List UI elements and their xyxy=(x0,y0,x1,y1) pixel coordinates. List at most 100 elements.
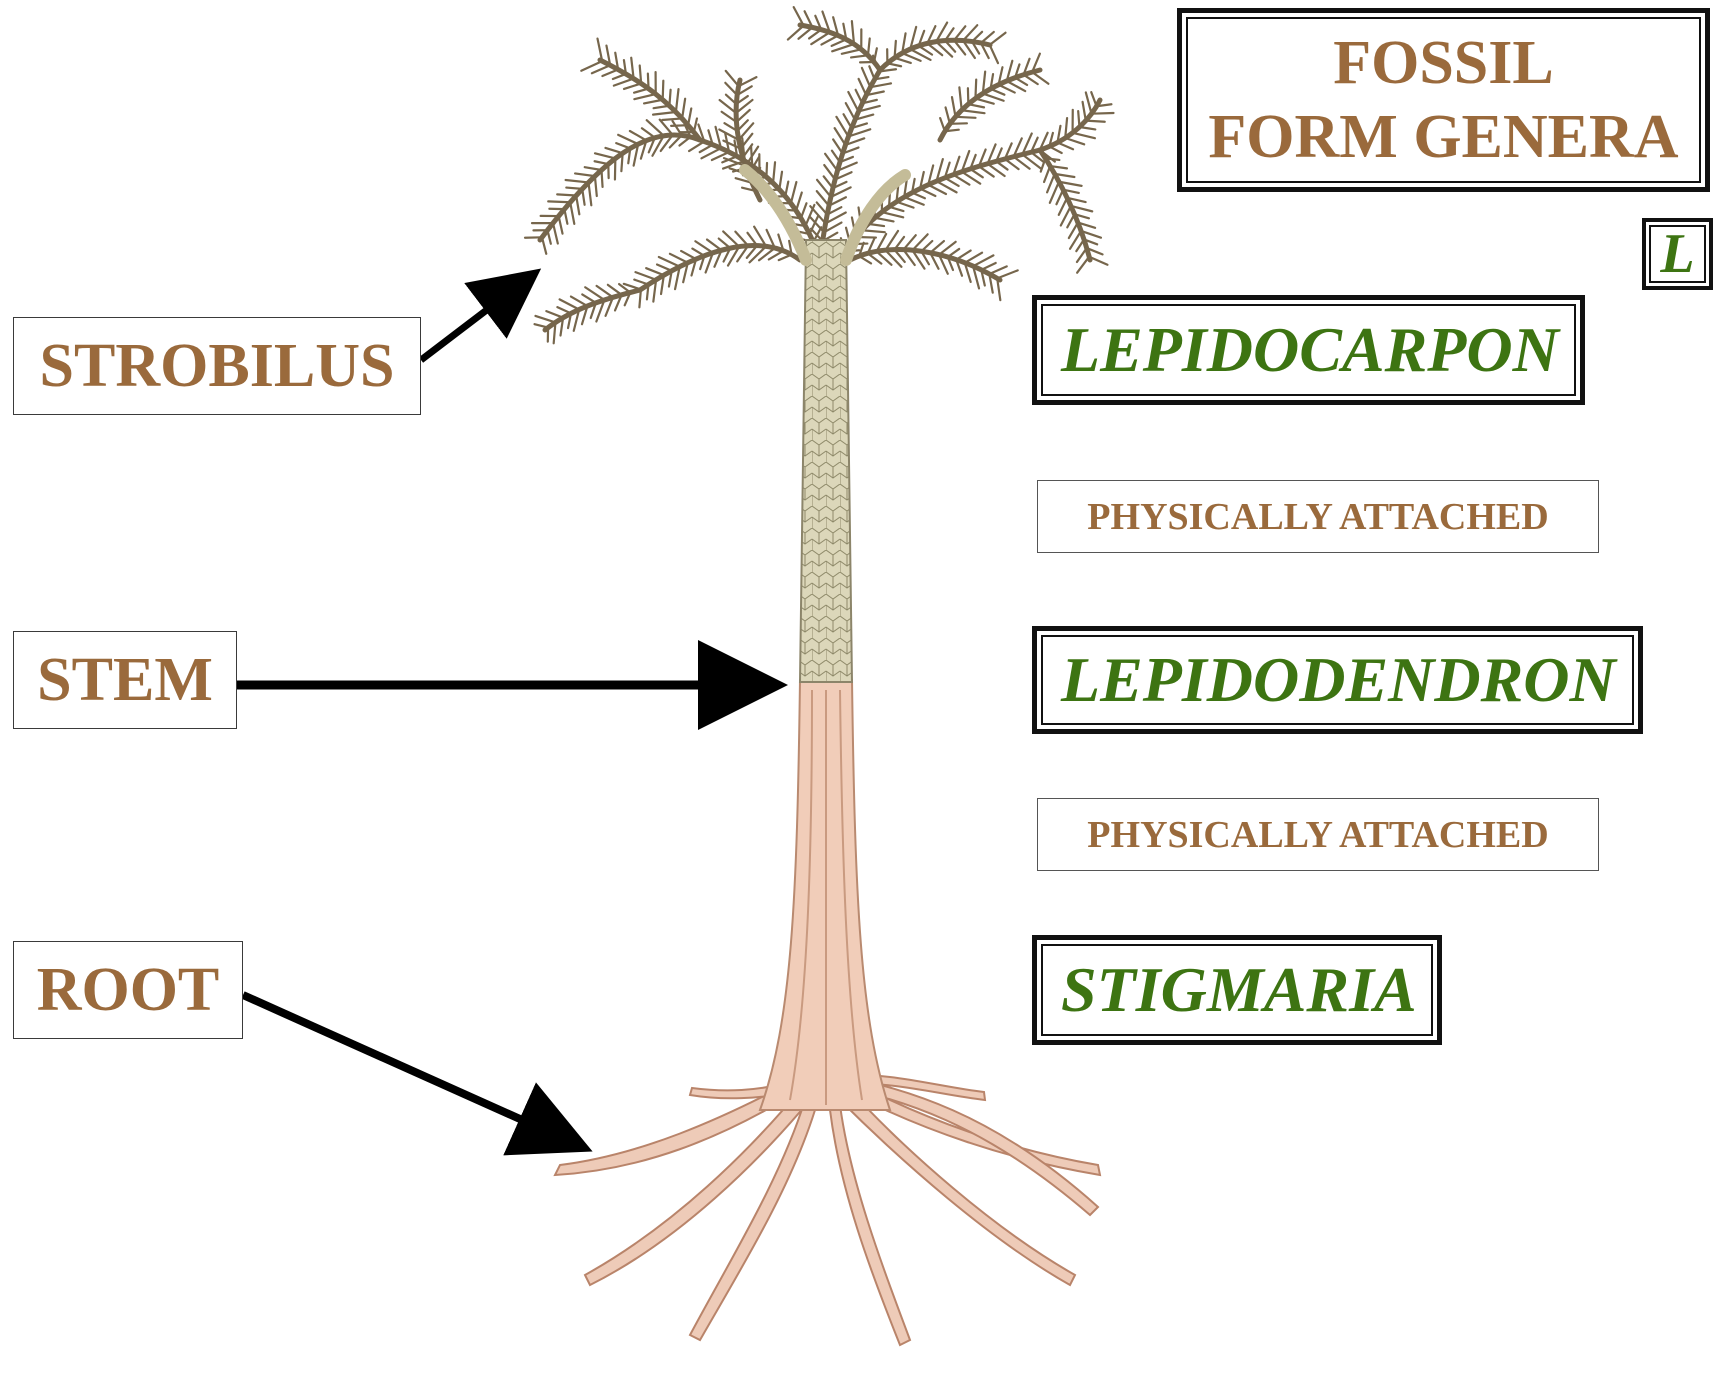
crown-twig xyxy=(945,178,959,186)
crown-twig xyxy=(648,74,649,89)
crown-twig xyxy=(997,270,1017,278)
stem-label: STEM xyxy=(13,631,237,729)
crown-twig xyxy=(542,237,546,253)
crown-twig xyxy=(646,268,664,275)
crown-twig xyxy=(570,202,574,224)
crown-twig xyxy=(904,197,924,205)
crown-twig xyxy=(688,108,691,125)
crown-twig xyxy=(999,85,1015,93)
crown-twig xyxy=(608,285,622,295)
crown-twig xyxy=(862,68,870,87)
crown-twig xyxy=(694,118,697,132)
crown-twig xyxy=(1045,158,1059,160)
crown-twig xyxy=(895,41,896,58)
crown-twig xyxy=(796,193,802,211)
crown-twig xyxy=(1077,248,1087,262)
crown-twig xyxy=(1057,143,1073,150)
crown-twig xyxy=(557,194,576,195)
crown-twig xyxy=(682,99,685,119)
corner-letter: L xyxy=(1649,225,1706,283)
genus-box-stigmaria: STIGMARIA xyxy=(1032,935,1442,1045)
trunk-base xyxy=(760,680,890,1110)
crown-twig xyxy=(588,182,591,205)
crown-twig xyxy=(1091,92,1096,106)
crown-twig xyxy=(559,216,563,234)
crown-twig xyxy=(613,74,626,79)
crown-twig xyxy=(817,202,827,214)
crown-twig xyxy=(946,107,950,123)
crown-twig xyxy=(676,89,679,112)
corner-letter-box: L xyxy=(1642,218,1713,290)
crown-twig xyxy=(862,230,885,232)
crown-twig xyxy=(595,161,609,164)
title-line-2: FORM GENERA xyxy=(1208,100,1678,174)
strobilus-arrow xyxy=(421,277,530,360)
crown-twig xyxy=(602,69,618,76)
crown-twig xyxy=(621,153,622,171)
crown-twig xyxy=(657,265,672,271)
crown-twig xyxy=(779,255,792,261)
crown-twig xyxy=(1049,146,1061,153)
crown-twig xyxy=(681,251,696,259)
crown-twig xyxy=(601,170,602,187)
crown-twig xyxy=(669,90,670,106)
crown-twig xyxy=(595,176,597,196)
crown-twig xyxy=(585,167,602,170)
crown-twig xyxy=(557,307,571,313)
crown-twig xyxy=(981,32,994,43)
crown-twig xyxy=(624,83,641,88)
crown-twig xyxy=(968,104,984,107)
crown-twig xyxy=(859,79,867,95)
crown-twig xyxy=(548,201,570,202)
crown-twig xyxy=(970,169,982,177)
crown-twig xyxy=(634,280,648,285)
crown-twig xyxy=(952,97,956,117)
crown-twig xyxy=(634,94,655,99)
trunk-bark xyxy=(800,240,852,682)
crown-twig xyxy=(846,103,855,120)
crown-twig xyxy=(869,66,874,79)
crown-twig xyxy=(592,65,610,73)
roots xyxy=(555,1075,1100,1345)
crown-twig xyxy=(930,241,944,253)
crown-twig xyxy=(1059,198,1067,215)
crown-twig xyxy=(824,165,835,179)
crown-twig xyxy=(920,189,935,196)
crown-twig xyxy=(868,224,884,226)
crown-twig xyxy=(640,66,641,84)
crown-twig xyxy=(1076,239,1084,251)
crown-twig xyxy=(791,182,797,203)
title-box: FOSSIL FORM GENERA xyxy=(1177,8,1710,192)
crown-twig xyxy=(1047,174,1055,193)
crown-twig xyxy=(750,246,766,262)
crown-twig xyxy=(1044,166,1050,182)
crown-twig xyxy=(1015,78,1027,85)
crown-twig xyxy=(856,90,863,103)
crown-twig xyxy=(895,58,911,63)
crown-twig xyxy=(595,153,615,158)
crown-twig xyxy=(535,316,555,322)
crown-twig xyxy=(824,176,833,188)
crown-twig xyxy=(659,257,680,267)
attachment-note-2: PHYSICALLY ATTACHED xyxy=(1037,798,1599,871)
crown-twig xyxy=(546,311,563,318)
crown-twig xyxy=(844,114,852,128)
crown-twig xyxy=(662,118,682,120)
crown-twig xyxy=(889,207,903,211)
crown-twig xyxy=(614,79,634,86)
crown-twig xyxy=(1086,121,1105,122)
crown-twig xyxy=(773,162,775,183)
crown-twig xyxy=(956,251,970,260)
crown-twig xyxy=(1079,127,1095,129)
crown-twig xyxy=(670,254,688,263)
genus-lepidocarpon: LEPIDOCARPON xyxy=(1041,304,1576,396)
crown-twig xyxy=(560,299,580,309)
crown-twig xyxy=(1078,111,1079,127)
crown-twig xyxy=(1056,190,1063,205)
crown-twig xyxy=(809,30,821,39)
crown-twig xyxy=(1092,113,1114,114)
crown-twig xyxy=(779,172,782,190)
crown-twig xyxy=(1065,138,1084,144)
root-arrow xyxy=(243,995,578,1145)
crown-twig xyxy=(692,249,704,256)
